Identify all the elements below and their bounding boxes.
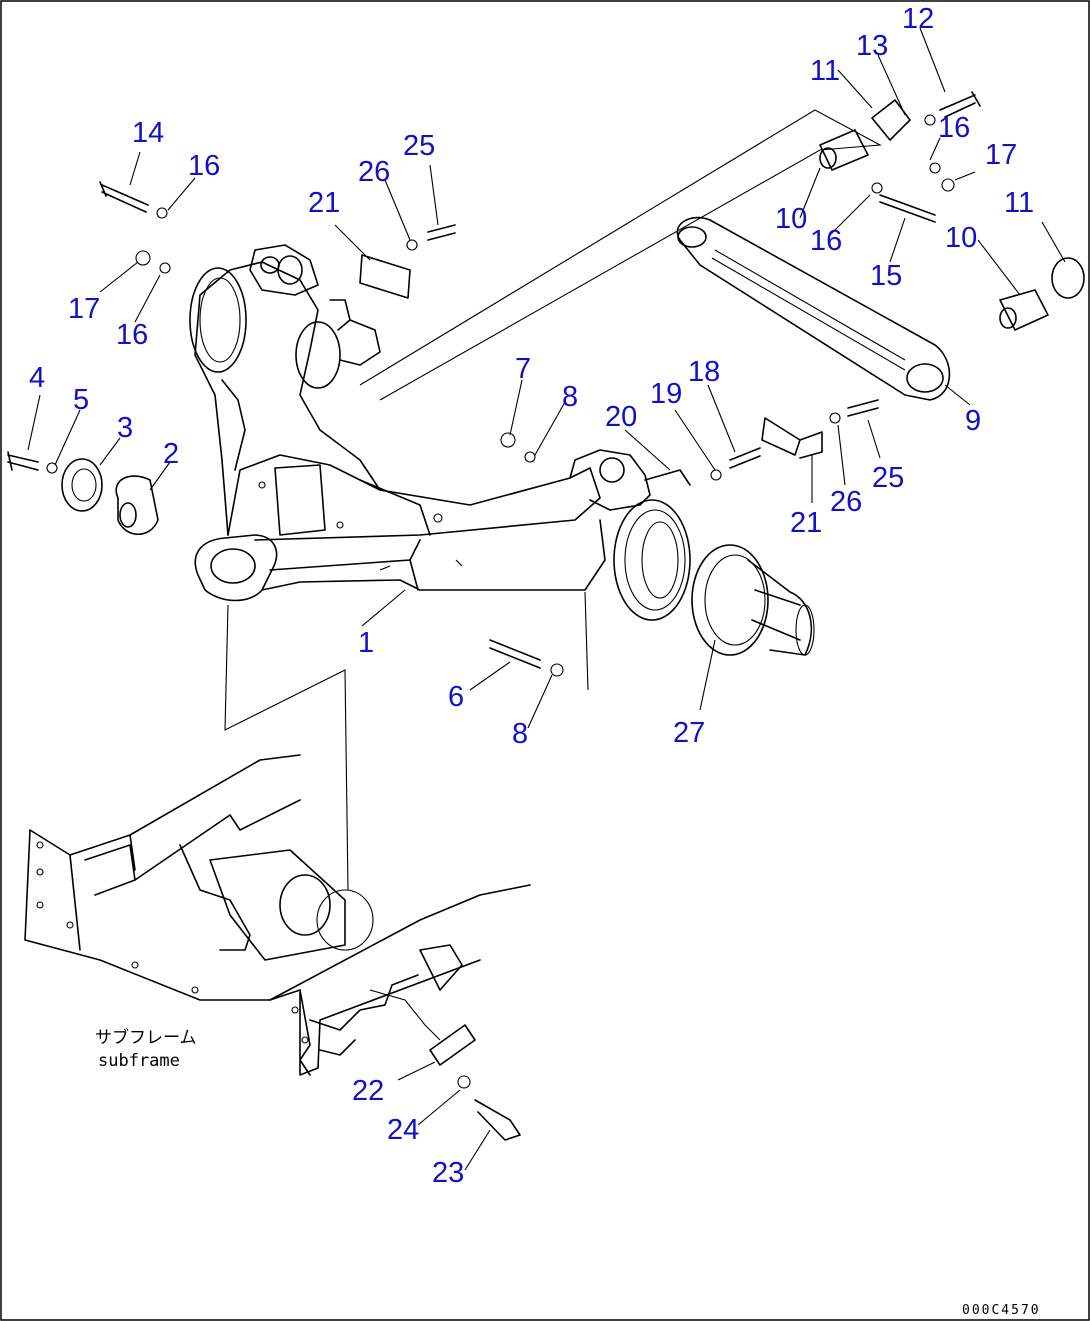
callout-21-right: 21 xyxy=(790,507,822,539)
hub-drawing xyxy=(691,544,815,656)
callout-labels: 1 2 3 4 5 6 7 8 8 9 10 10 11 11 12 13 14… xyxy=(29,3,1034,1189)
assembly-line-right xyxy=(584,591,589,691)
callout-13: 13 xyxy=(856,30,888,62)
callout-18: 18 xyxy=(688,356,720,388)
callout-10-left: 10 xyxy=(775,203,807,235)
subframe-drawing xyxy=(24,754,531,1141)
callout-16-upper-right: 16 xyxy=(938,112,970,144)
callout-6: 6 xyxy=(448,681,464,713)
callout-17-right: 17 xyxy=(985,139,1017,171)
callout-11-right: 11 xyxy=(1004,187,1034,219)
callout-21-left: 21 xyxy=(308,187,340,219)
callout-3: 3 xyxy=(117,412,133,444)
callout-16-upper-left: 16 xyxy=(188,150,220,182)
callout-2: 2 xyxy=(163,438,179,470)
callout-8-upper: 8 xyxy=(562,381,578,413)
callout-20: 20 xyxy=(605,401,637,433)
drawing-code: 000C4570 xyxy=(962,1303,1041,1318)
callout-25-right: 25 xyxy=(872,462,904,494)
callout-14: 14 xyxy=(132,117,164,149)
callout-26-left: 26 xyxy=(358,156,390,188)
callout-15: 15 xyxy=(870,260,902,292)
callout-8-lower: 8 xyxy=(512,718,528,750)
callout-10-right: 10 xyxy=(945,222,977,254)
subframe-label-jp: サブフレーム xyxy=(95,1027,197,1048)
callout-27: 27 xyxy=(673,717,705,749)
callout-9: 9 xyxy=(965,405,981,437)
callout-16-lower-left: 16 xyxy=(116,319,148,351)
callout-5: 5 xyxy=(73,384,89,416)
axle-housing-drawing xyxy=(189,244,691,621)
subframe-label-en: subframe xyxy=(98,1051,180,1071)
center-fasteners-drawing xyxy=(489,399,879,677)
left-fasteners-drawing xyxy=(7,181,456,535)
callout-19: 19 xyxy=(650,378,682,410)
callout-11-upper: 11 xyxy=(810,55,840,87)
callout-4: 4 xyxy=(29,362,45,394)
assembly-line-lower xyxy=(224,604,349,891)
callout-1: 1 xyxy=(358,627,374,659)
lateral-rod-drawing xyxy=(676,91,1085,401)
callout-22: 22 xyxy=(352,1075,384,1107)
callout-16-mid-right: 16 xyxy=(810,225,842,257)
callout-7: 7 xyxy=(515,353,531,385)
callout-24: 24 xyxy=(387,1114,419,1146)
callout-17-left: 17 xyxy=(68,293,100,325)
callout-25-left: 25 xyxy=(403,130,435,162)
callout-26-right: 26 xyxy=(830,486,862,518)
callout-23: 23 xyxy=(432,1157,464,1189)
leader-lines xyxy=(27,27,1066,1171)
callout-12: 12 xyxy=(902,3,934,35)
assembly-line-upper xyxy=(359,109,882,401)
